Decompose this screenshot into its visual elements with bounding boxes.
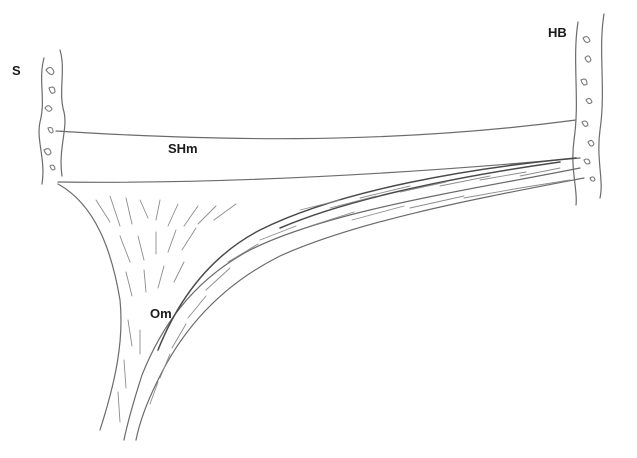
label-hb: HB (548, 26, 567, 39)
label-s: S (12, 64, 21, 77)
label-shm: SHm (168, 142, 198, 155)
label-om: Om (150, 307, 172, 320)
right-bone-outline (573, 14, 604, 205)
left-bone-outline (39, 50, 65, 184)
om-muscle (58, 158, 584, 440)
shm-muscle-band (56, 120, 580, 182)
